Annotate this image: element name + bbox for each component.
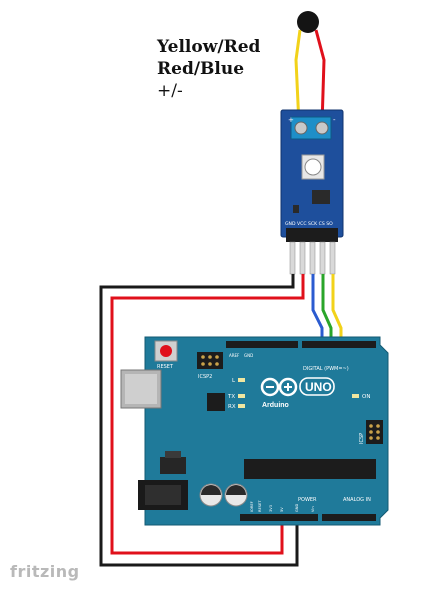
on-label: ON <box>362 394 370 400</box>
uno-badge <box>299 377 335 396</box>
svg-text:-: - <box>333 116 336 124</box>
arduino-logo <box>260 377 298 397</box>
wire-note-line2: Red/Blue <box>157 59 245 79</box>
wire-note-line3: +/- <box>157 81 183 101</box>
chip <box>312 190 330 204</box>
wire-black-gnd <box>99 274 299 567</box>
regulator <box>160 457 186 474</box>
icsp2-header <box>197 352 223 369</box>
reset-label: RESET <box>157 364 174 370</box>
gnd-label-top: GND <box>244 353 253 358</box>
uno-label: UNO <box>305 380 332 394</box>
thermocouple-tip <box>297 11 319 33</box>
l-led-label: L <box>232 378 236 384</box>
aref-label: AREF <box>229 353 240 358</box>
gnd-label-bottom: GND <box>295 504 299 512</box>
fritzing-logo: fritzing <box>10 562 80 581</box>
screw-right-icon <box>315 121 329 135</box>
reset-pin-label: RESET <box>258 500 262 512</box>
arduino-board: RESET ICSP2 AREF GND DIGITAL (PWM=~) L T… <box>120 336 389 526</box>
vin-label: Vin <box>311 506 315 512</box>
atmega-chip <box>244 459 376 479</box>
digital-header-right <box>302 341 376 348</box>
wire-red-vcc <box>110 274 305 555</box>
power-wires <box>99 274 305 567</box>
brand-label: Arduino <box>262 402 289 409</box>
analog-header <box>322 514 376 521</box>
power-label: POWER <box>298 497 317 503</box>
v33-label: 3V3 <box>269 505 273 512</box>
wire-note-line1: Yellow/Red <box>157 37 261 57</box>
rx-led-label: RX <box>228 404 236 410</box>
thermocouple-red-lead <box>314 29 326 126</box>
tx-led-label: TX <box>227 394 235 400</box>
icsp2-label: ICSP2 <box>198 374 212 380</box>
digital-label: DIGITAL (PWM=~) <box>303 366 349 372</box>
thermocouple-yellow-lead <box>294 29 302 126</box>
digital-header-left <box>226 341 298 348</box>
power-header <box>240 514 318 521</box>
usb-chip <box>207 393 225 411</box>
analog-label: ANALOG IN <box>343 497 371 503</box>
thermocouple <box>294 11 326 126</box>
screw-left-icon <box>294 121 308 135</box>
ioref-label: IOREF <box>250 501 254 512</box>
v5-label: 5V <box>280 507 284 512</box>
module-pin-labels: GND VCC SCK CS SO <box>285 221 333 227</box>
icsp-header <box>366 420 383 444</box>
svg-text:+: + <box>288 116 294 124</box>
module-header <box>286 228 338 242</box>
icsp-label: ICSP <box>359 433 365 444</box>
thermocouple-module: + - GND VCC SCK CS SO <box>280 109 344 275</box>
